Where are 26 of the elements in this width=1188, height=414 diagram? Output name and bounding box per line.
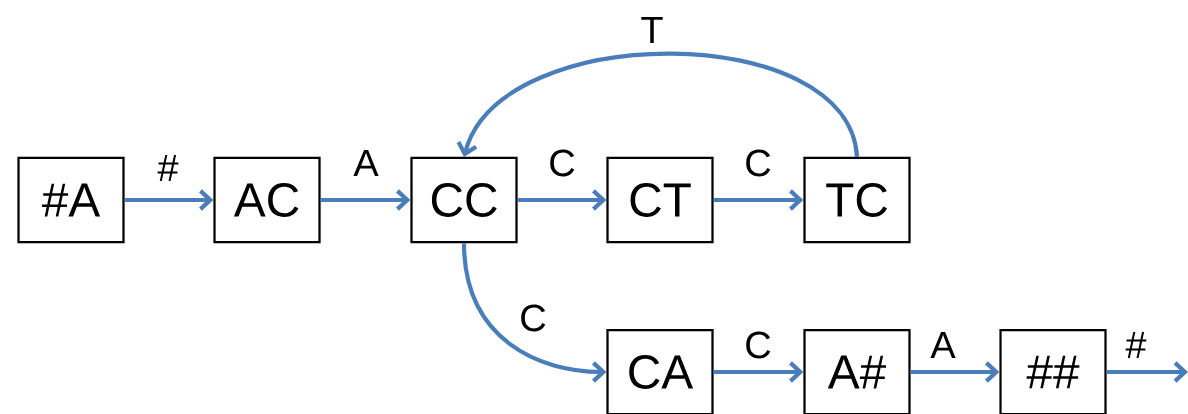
edge-label: C xyxy=(742,330,774,360)
arrow xyxy=(517,189,607,211)
edge-label: T xyxy=(639,15,665,45)
arrow xyxy=(1106,361,1188,383)
edge-label: C xyxy=(546,148,578,178)
arrow xyxy=(713,189,804,211)
state-box: #A xyxy=(17,156,125,244)
edge-label: A xyxy=(928,330,958,360)
edge-label: # xyxy=(156,153,180,183)
arrow xyxy=(124,189,214,211)
state-box: CT xyxy=(606,156,714,244)
state-box: AC xyxy=(213,156,321,244)
state-box: A# xyxy=(803,328,911,414)
edge-label: C xyxy=(517,303,549,333)
edge-label: C xyxy=(742,148,774,178)
state-box: ## xyxy=(999,328,1107,414)
edge-label: # xyxy=(1124,330,1148,360)
arrow xyxy=(456,51,860,158)
state-box: TC xyxy=(803,156,911,244)
state-box: CA xyxy=(606,328,714,414)
arrow xyxy=(910,361,1000,383)
arrow xyxy=(461,243,607,383)
arrow xyxy=(713,361,804,383)
edge-label: A xyxy=(351,148,381,178)
state-box: CC xyxy=(410,156,518,244)
arrow xyxy=(320,189,411,211)
